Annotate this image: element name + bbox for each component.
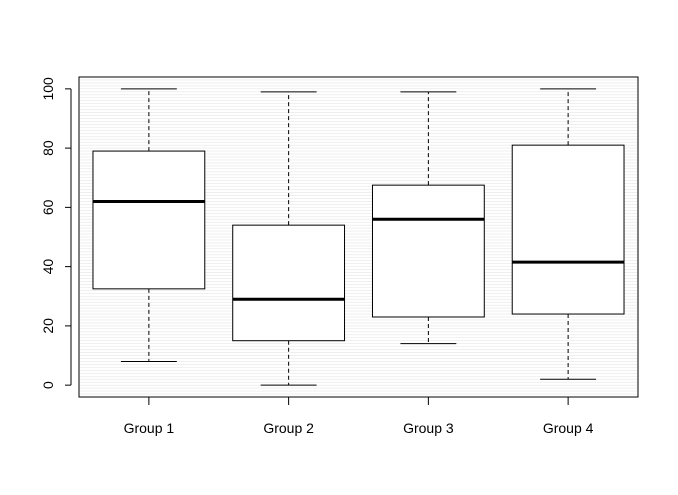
x-tick-label: Group 2 <box>263 420 314 436</box>
y-tick-label: 60 <box>40 199 56 215</box>
x-tick-label: Group 4 <box>543 420 594 436</box>
y-tick-label: 100 <box>40 77 56 101</box>
box-3 <box>371 91 485 345</box>
iqr-box <box>511 144 625 315</box>
y-tick-label: 0 <box>40 381 56 389</box>
plot-frame <box>78 76 639 398</box>
x-tick-label: Group 3 <box>403 420 454 436</box>
iqr-box <box>92 150 206 290</box>
boxes <box>92 88 625 386</box>
y-tick-label: 80 <box>40 140 56 156</box>
y-tick-label: 20 <box>40 318 56 334</box>
iqr-box <box>371 184 485 318</box>
box-4 <box>511 88 625 380</box>
y-tick-label: 40 <box>40 259 56 275</box>
box-1 <box>92 88 206 362</box>
x-tick-label: Group 1 <box>124 420 175 436</box>
box-2 <box>232 91 346 386</box>
iqr-box <box>232 224 346 342</box>
